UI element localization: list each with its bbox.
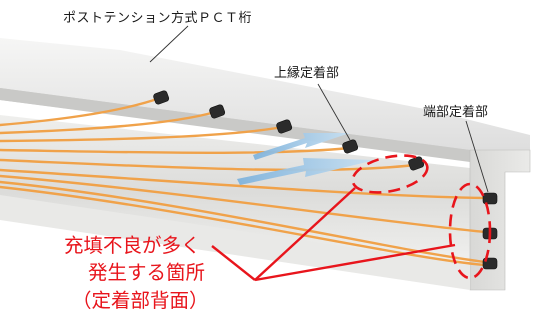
tendon-3: [0, 125, 285, 143]
girder-body: [0, 38, 531, 291]
end-anchorage-label: 端部定着部: [423, 105, 489, 120]
upper-anchorages: [153, 90, 425, 171]
flow-arrows: [237, 133, 375, 185]
callout-line-3: （定着部背面）: [72, 289, 209, 312]
problem-area-upper: [351, 154, 429, 194]
upper-anchorage-label: 上縁定着部: [274, 66, 340, 81]
tendon-6: [0, 168, 487, 200]
tendon-7: [0, 174, 487, 234]
anchor-icon: [482, 192, 498, 205]
anchor-icon: [276, 119, 293, 134]
callout-lines: [211, 187, 456, 282]
arrow-upper: [253, 133, 350, 160]
callout-line-1: 充填不良が多く: [64, 234, 201, 257]
tendon-4: [0, 146, 351, 154]
problem-area-end: [448, 182, 492, 280]
tendon-8: [0, 180, 487, 264]
callout-line-2: 発生する箇所: [88, 261, 206, 284]
tendon-1: [0, 96, 162, 127]
problem-areas: [351, 154, 492, 280]
girder-type-label: ポストテンション方式ＰＣＴ桁: [63, 11, 253, 26]
anchor-icon: [153, 90, 170, 105]
anchor-icon: [209, 104, 226, 119]
tendon-2: [0, 110, 217, 135]
anchor-icon: [342, 139, 359, 154]
tendons: [0, 96, 487, 267]
tendon-5: [0, 158, 416, 172]
arrow-lower: [237, 158, 375, 185]
leader-lines: [149, 25, 489, 193]
tendon-9: [0, 185, 487, 267]
